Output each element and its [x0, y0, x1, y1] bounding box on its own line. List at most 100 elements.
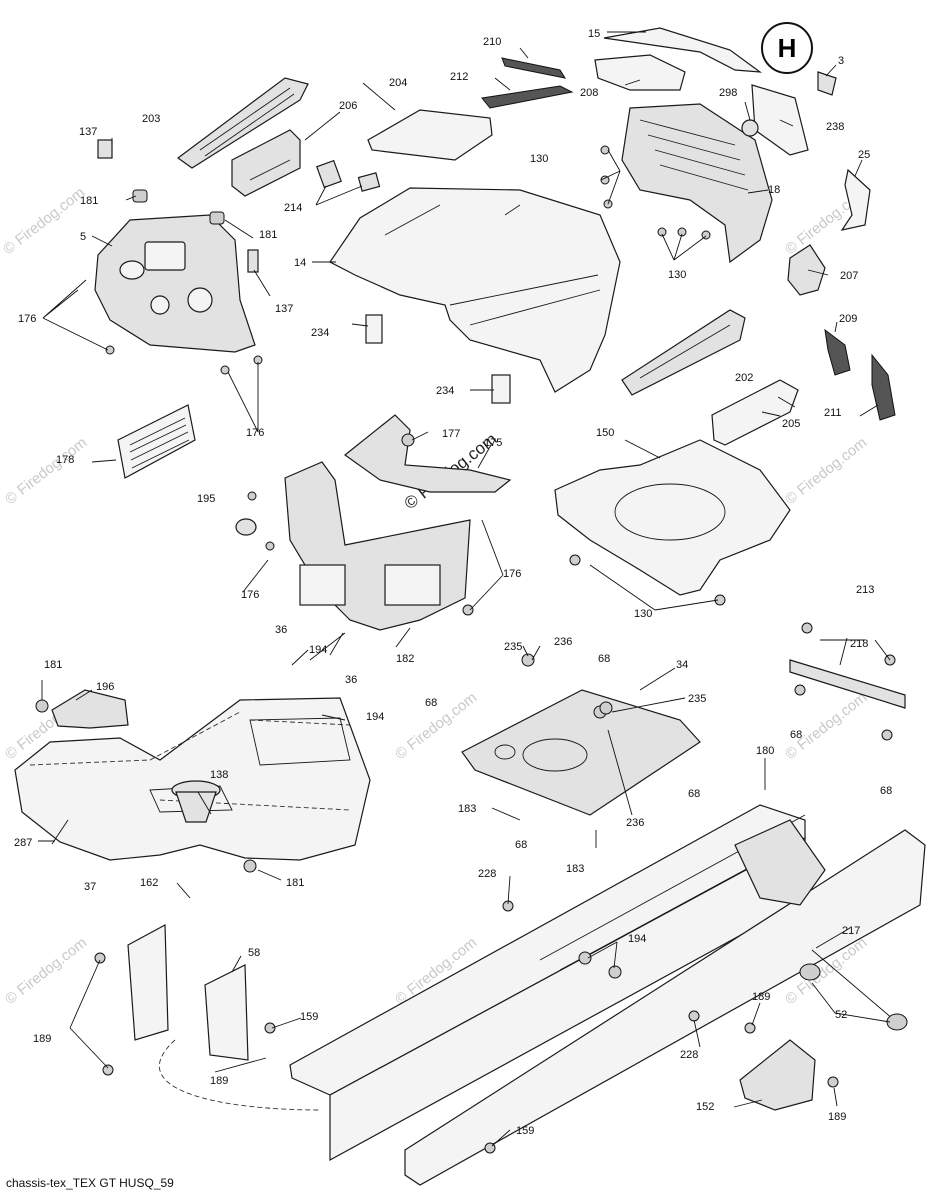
callout-287: 287	[14, 837, 32, 849]
part-206-bracket	[231, 129, 301, 197]
callout-176: 176	[241, 589, 259, 601]
part-18-front-grille	[621, 103, 773, 264]
watermark: © Firedog.com	[0, 184, 88, 258]
callout-150: 150	[596, 427, 614, 439]
part-58-bracket	[127, 924, 321, 1111]
callout-68: 68	[688, 788, 700, 800]
callout-202: 202	[735, 372, 753, 384]
callout-183: 183	[458, 803, 476, 815]
callout-236: 236	[554, 636, 572, 648]
part-203-grille	[176, 77, 309, 169]
callout-181: 181	[259, 229, 277, 241]
callout-130: 130	[634, 608, 652, 620]
callout-137: 137	[79, 126, 97, 138]
callout-159: 159	[300, 1011, 318, 1023]
callout-162: 162	[140, 877, 158, 889]
callout-176: 176	[246, 427, 264, 439]
callout-68: 68	[790, 729, 802, 741]
part-210-grille-strip	[501, 57, 567, 79]
part-211-grille	[871, 353, 896, 421]
callout-14: 14	[294, 257, 306, 269]
callout-212: 212	[450, 71, 468, 83]
callout-130: 130	[530, 153, 548, 165]
callout-5: 5	[80, 231, 86, 243]
callout-58: 58	[248, 947, 260, 959]
part-150-shroud	[554, 439, 791, 596]
callout-37: 37	[84, 881, 96, 893]
part-202-grille	[621, 309, 746, 396]
callout-218: 218	[850, 638, 868, 650]
callout-208: 208	[580, 87, 598, 99]
callout-68: 68	[515, 839, 527, 851]
callout-181: 181	[44, 659, 62, 671]
part-34-plate	[461, 689, 701, 816]
callout-214: 214	[284, 202, 302, 214]
callout-176: 176	[18, 313, 36, 325]
callout-234: 234	[436, 385, 454, 397]
callout-194: 194	[366, 711, 384, 723]
part-212-grille-strip	[481, 85, 574, 109]
callout-203: 203	[142, 113, 160, 125]
part-137-clip	[97, 139, 113, 159]
part-207-bracket	[787, 244, 826, 296]
watermark: © Firedog.com	[2, 434, 90, 508]
callout-3: 3	[838, 55, 844, 67]
callout-52: 52	[835, 1009, 847, 1021]
callout-25: 25	[858, 149, 870, 161]
footer-caption: chassis-tex_TEX GT HUSQ_59	[6, 1176, 174, 1190]
callout-209: 209	[839, 313, 857, 325]
callout-194: 194	[309, 644, 327, 656]
callout-36: 36	[345, 674, 357, 686]
callout-180: 180	[756, 745, 774, 757]
part-175-bracket	[344, 414, 512, 493]
callout-189: 189	[210, 1075, 228, 1087]
part-181-grommet	[132, 189, 225, 225]
part-182-console	[284, 461, 471, 631]
callout-68: 68	[880, 785, 892, 797]
callout-236: 236	[626, 817, 644, 829]
part-14-hood	[329, 187, 621, 393]
part-138-cup	[171, 780, 221, 823]
callout-36: 36	[275, 624, 287, 636]
callout-206: 206	[339, 100, 357, 112]
callout-210: 210	[483, 36, 501, 48]
callout-204: 204	[389, 77, 407, 89]
callout-138: 138	[210, 769, 228, 781]
husqvarna-logo: H	[761, 22, 837, 96]
callout-177: 177	[442, 428, 460, 440]
callout-228: 228	[478, 868, 496, 880]
callout-194: 194	[628, 933, 646, 945]
part-208-trim	[594, 54, 686, 91]
callout-137: 137	[275, 303, 293, 315]
part-196-pad	[51, 689, 129, 729]
callout-211: 211	[824, 407, 842, 419]
callout-298: 298	[719, 87, 737, 99]
part-204-panel	[367, 109, 493, 161]
part-209-grille	[824, 328, 851, 376]
callout-15: 15	[588, 28, 600, 40]
callout-176: 176	[503, 568, 521, 580]
watermark: © Firedog.com	[2, 934, 90, 1008]
callout-152: 152	[696, 1101, 714, 1113]
callout-235: 235	[688, 693, 706, 705]
callout-189: 189	[828, 1111, 846, 1123]
callout-68: 68	[598, 653, 610, 665]
part-5-dash-panel	[94, 214, 256, 353]
callout-34: 34	[676, 659, 688, 671]
callout-195: 195	[197, 493, 215, 505]
callout-213: 213	[856, 584, 874, 596]
callout-189: 189	[33, 1033, 51, 1045]
callout-68: 68	[425, 697, 437, 709]
part-25-bracket	[840, 168, 871, 231]
callout-18: 18	[768, 184, 780, 196]
callout-235: 235	[504, 641, 522, 653]
callout-181: 181	[80, 195, 98, 207]
callout-159: 159	[516, 1125, 534, 1137]
part-234-label	[491, 374, 511, 404]
part-218-bar	[789, 659, 906, 709]
callout-238: 238	[826, 121, 844, 133]
callout-196: 196	[96, 681, 114, 693]
part-137-clip	[247, 249, 259, 273]
part-298-knob	[741, 119, 759, 137]
callout-178: 178	[56, 454, 74, 466]
